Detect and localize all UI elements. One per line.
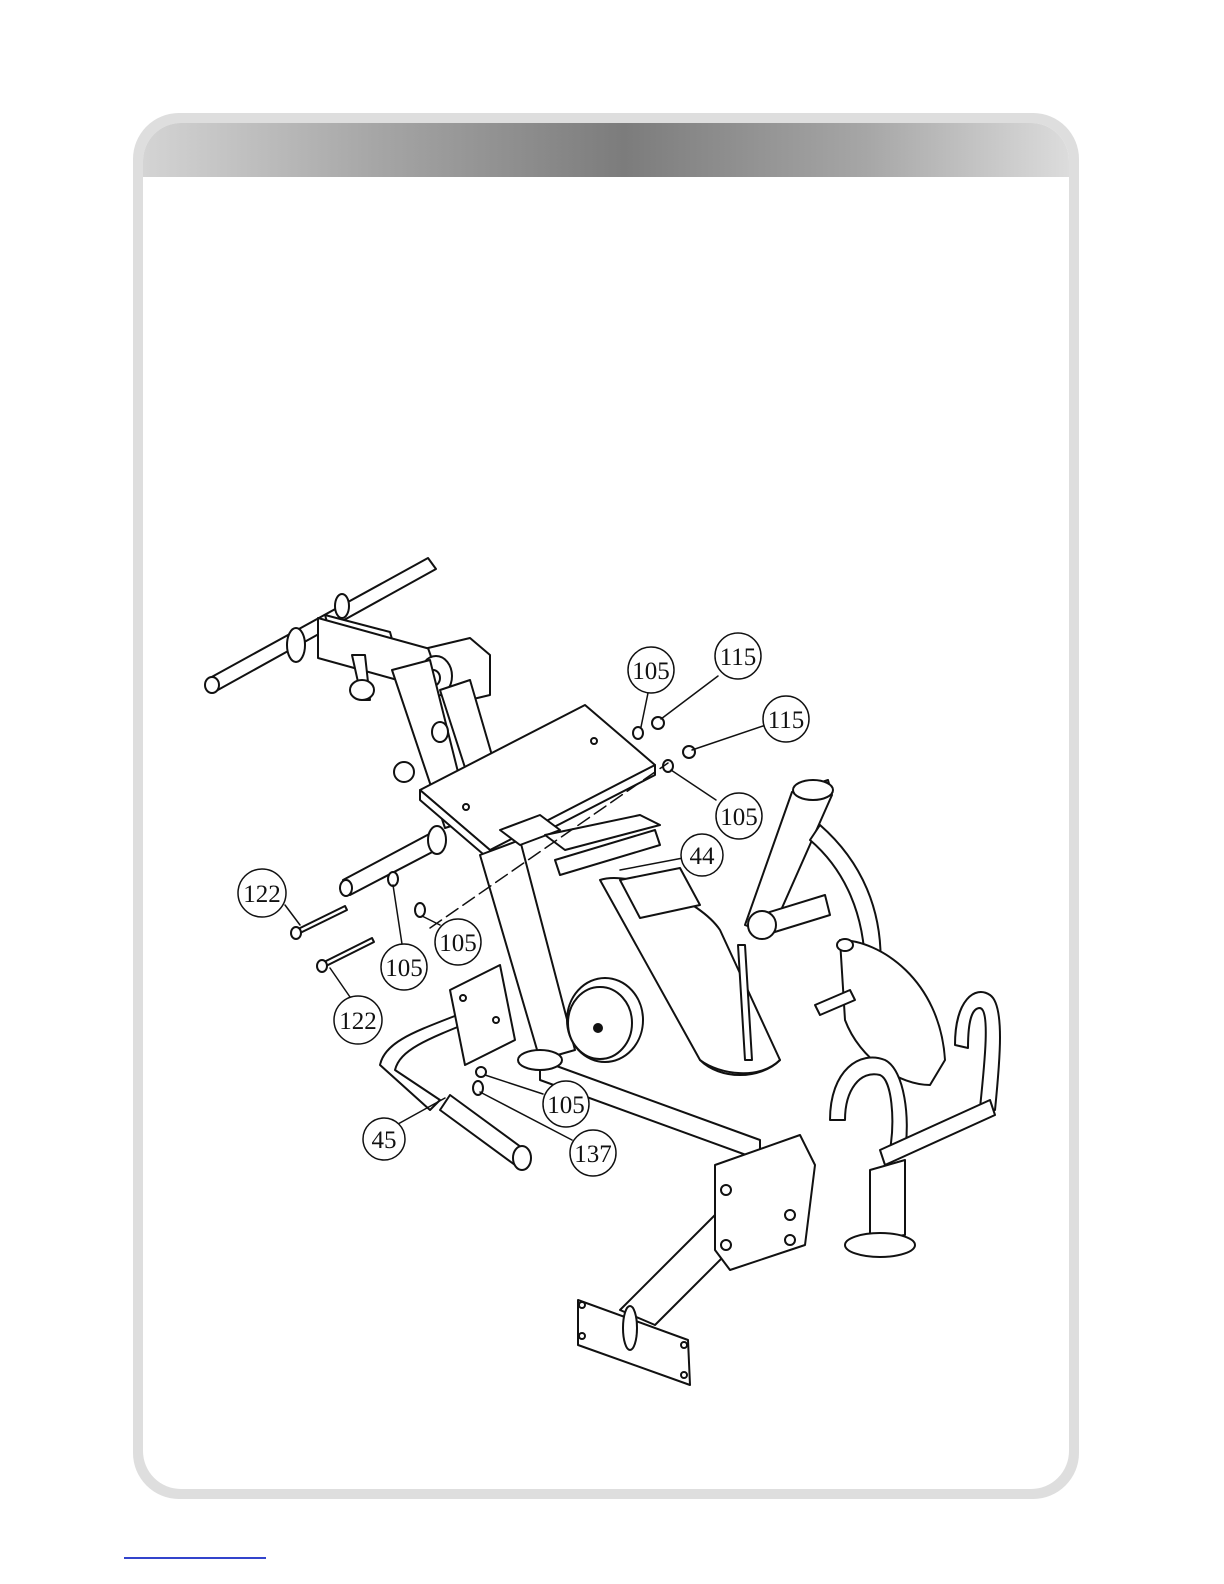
callout-122-a: 122	[238, 869, 286, 917]
callout-115-a: 115	[715, 633, 761, 679]
callout-122-b: 122	[334, 996, 382, 1044]
callout-45: 45	[363, 1118, 405, 1160]
svg-text:45: 45	[372, 1127, 397, 1154]
svg-text:122: 122	[243, 881, 281, 908]
footer-rule	[124, 1557, 266, 1559]
callout-105-c: 105	[435, 919, 481, 965]
svg-text:105: 105	[547, 1092, 585, 1119]
callout-105-b: 105	[716, 793, 762, 839]
svg-text:122: 122	[339, 1008, 377, 1035]
svg-text:44: 44	[690, 843, 716, 870]
svg-text:105: 105	[720, 804, 758, 831]
svg-text:105: 105	[439, 930, 477, 957]
callout-105-a: 105	[628, 647, 674, 693]
svg-text:115: 115	[720, 644, 757, 671]
callout-105-d: 105	[381, 944, 427, 990]
svg-text:115: 115	[768, 707, 805, 734]
pulley-wheel	[567, 978, 643, 1062]
front-foot-beam	[578, 1135, 815, 1385]
callout-105-e: 105	[543, 1081, 589, 1127]
callout-44: 44	[681, 834, 723, 876]
svg-text:137: 137	[574, 1141, 612, 1168]
callout-115-b: 115	[763, 696, 809, 742]
callout-137: 137	[570, 1130, 616, 1176]
bolts-122	[291, 906, 374, 972]
svg-text:105: 105	[632, 658, 670, 685]
svg-text:105: 105	[385, 955, 423, 982]
